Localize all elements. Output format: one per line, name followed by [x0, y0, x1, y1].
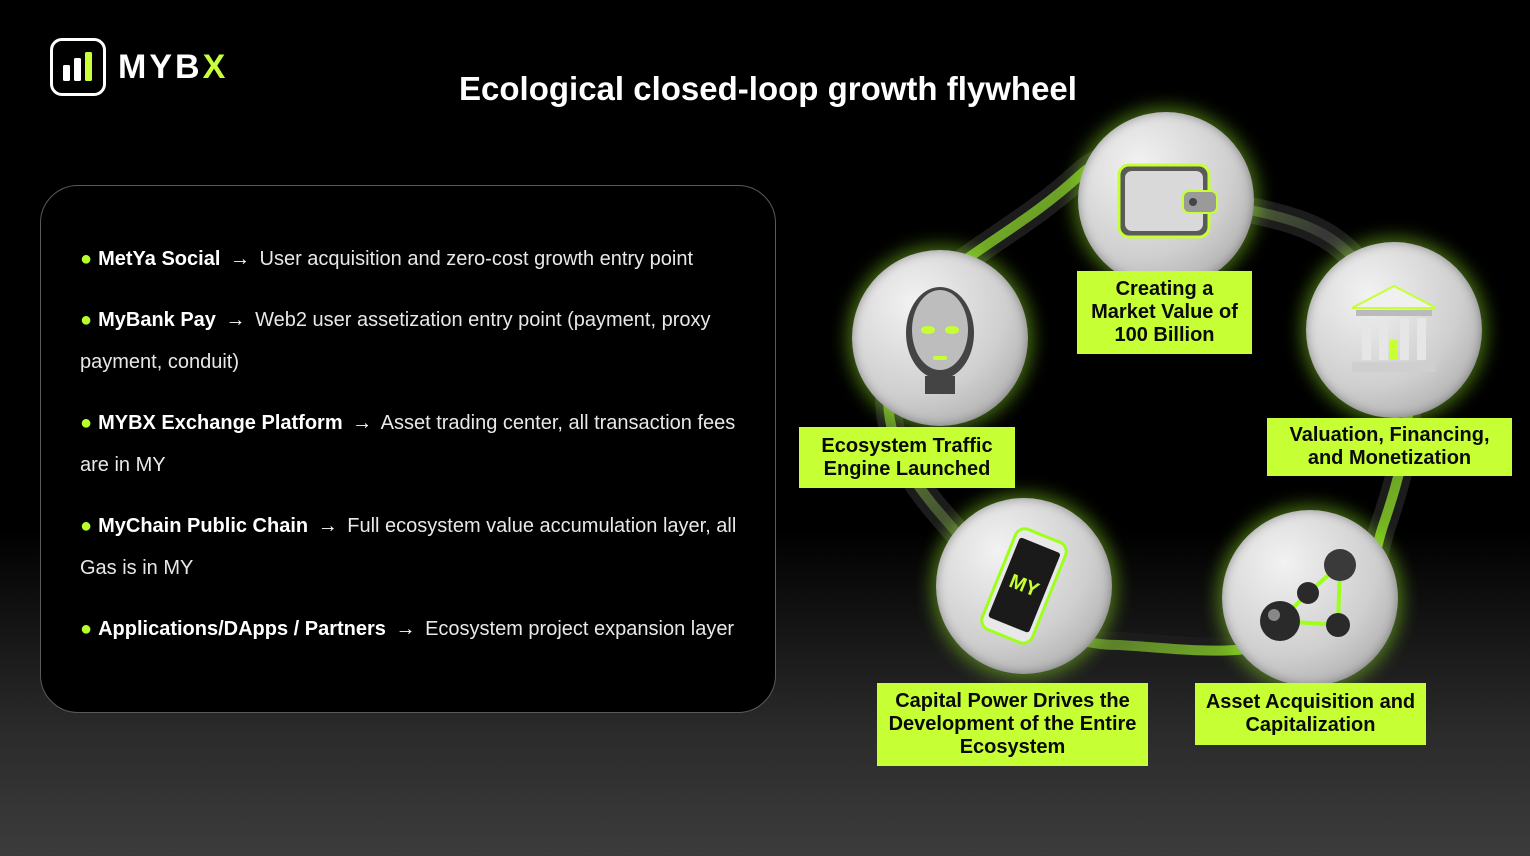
- flywheel-diagram: MY Ecosystem Traffic Engine Launched Cre…: [780, 100, 1530, 800]
- item-name: MyChain Public Chain: [98, 515, 309, 537]
- brand-logo: MYBX: [50, 38, 228, 96]
- item-text: Full ecosystem value accumulation layer,…: [80, 515, 737, 579]
- ecosystem-list-panel: ●MetYa Social → User acquisition and zer…: [40, 185, 776, 713]
- wallet-icon: [1117, 163, 1218, 239]
- page-title: Ecological closed-loop growth flywheel: [459, 70, 1077, 107]
- item-text: Web2 user assetization entry point (paym…: [80, 309, 711, 373]
- label-capital-power: Capital Power Drives the Development of …: [877, 683, 1148, 766]
- item-text: User acquisition and zero-cost growth en…: [259, 248, 694, 270]
- bullet-icon: ●: [80, 515, 93, 537]
- label-traffic-engine: Ecosystem Traffic Engine Launched: [799, 427, 1015, 488]
- brand-name: MYBX: [118, 47, 229, 86]
- bar-chart-icon: [50, 38, 106, 96]
- molecule-icon: [1260, 549, 1356, 641]
- list-item: ●MyBank Pay → Web2 user assetization ent…: [80, 299, 739, 383]
- bullet-icon: ●: [80, 309, 93, 331]
- phone-icon: MY: [980, 527, 1068, 645]
- head-icon: [906, 287, 974, 394]
- ai-head-node: [852, 250, 1028, 426]
- arrow-icon: →: [352, 412, 373, 434]
- list-item: ●MetYa Social → User acquisition and zer…: [80, 238, 739, 280]
- item-name: MYBX Exchange Platform: [98, 412, 343, 434]
- bank-node: [1306, 242, 1482, 418]
- item-name: Applications/DApps / Partners: [98, 618, 386, 640]
- bullet-icon: ●: [80, 412, 93, 434]
- phone-node: MY: [936, 498, 1112, 674]
- item-name: MyBank Pay: [98, 309, 216, 331]
- arrow-icon: →: [395, 618, 416, 640]
- bullet-icon: ●: [80, 248, 93, 270]
- arrow-icon: →: [229, 248, 250, 270]
- list-item: ●MYBX Exchange Platform → Asset trading …: [80, 402, 739, 486]
- arrow-icon: →: [317, 515, 338, 537]
- label-asset-acquisition: Asset Acquisition and Capitalization: [1195, 683, 1426, 745]
- molecule-node: [1222, 510, 1398, 686]
- item-text: Asset trading center, all transaction fe…: [80, 412, 736, 476]
- list-item: ●Applications/DApps / Partners → Ecosyst…: [80, 608, 739, 650]
- list-item: ●MyChain Public Chain → Full ecosystem v…: [80, 505, 739, 589]
- item-name: MetYa Social: [98, 248, 221, 270]
- label-valuation: Valuation, Financing, and Monetization: [1267, 418, 1512, 476]
- bank-icon: [1351, 284, 1437, 372]
- wallet-node: [1078, 112, 1254, 288]
- bullet-icon: ●: [80, 618, 93, 640]
- label-market-value: Creating a Market Value of 100 Billion: [1077, 271, 1252, 354]
- item-text: Ecosystem project expansion layer: [425, 618, 735, 640]
- arrow-icon: →: [225, 309, 246, 331]
